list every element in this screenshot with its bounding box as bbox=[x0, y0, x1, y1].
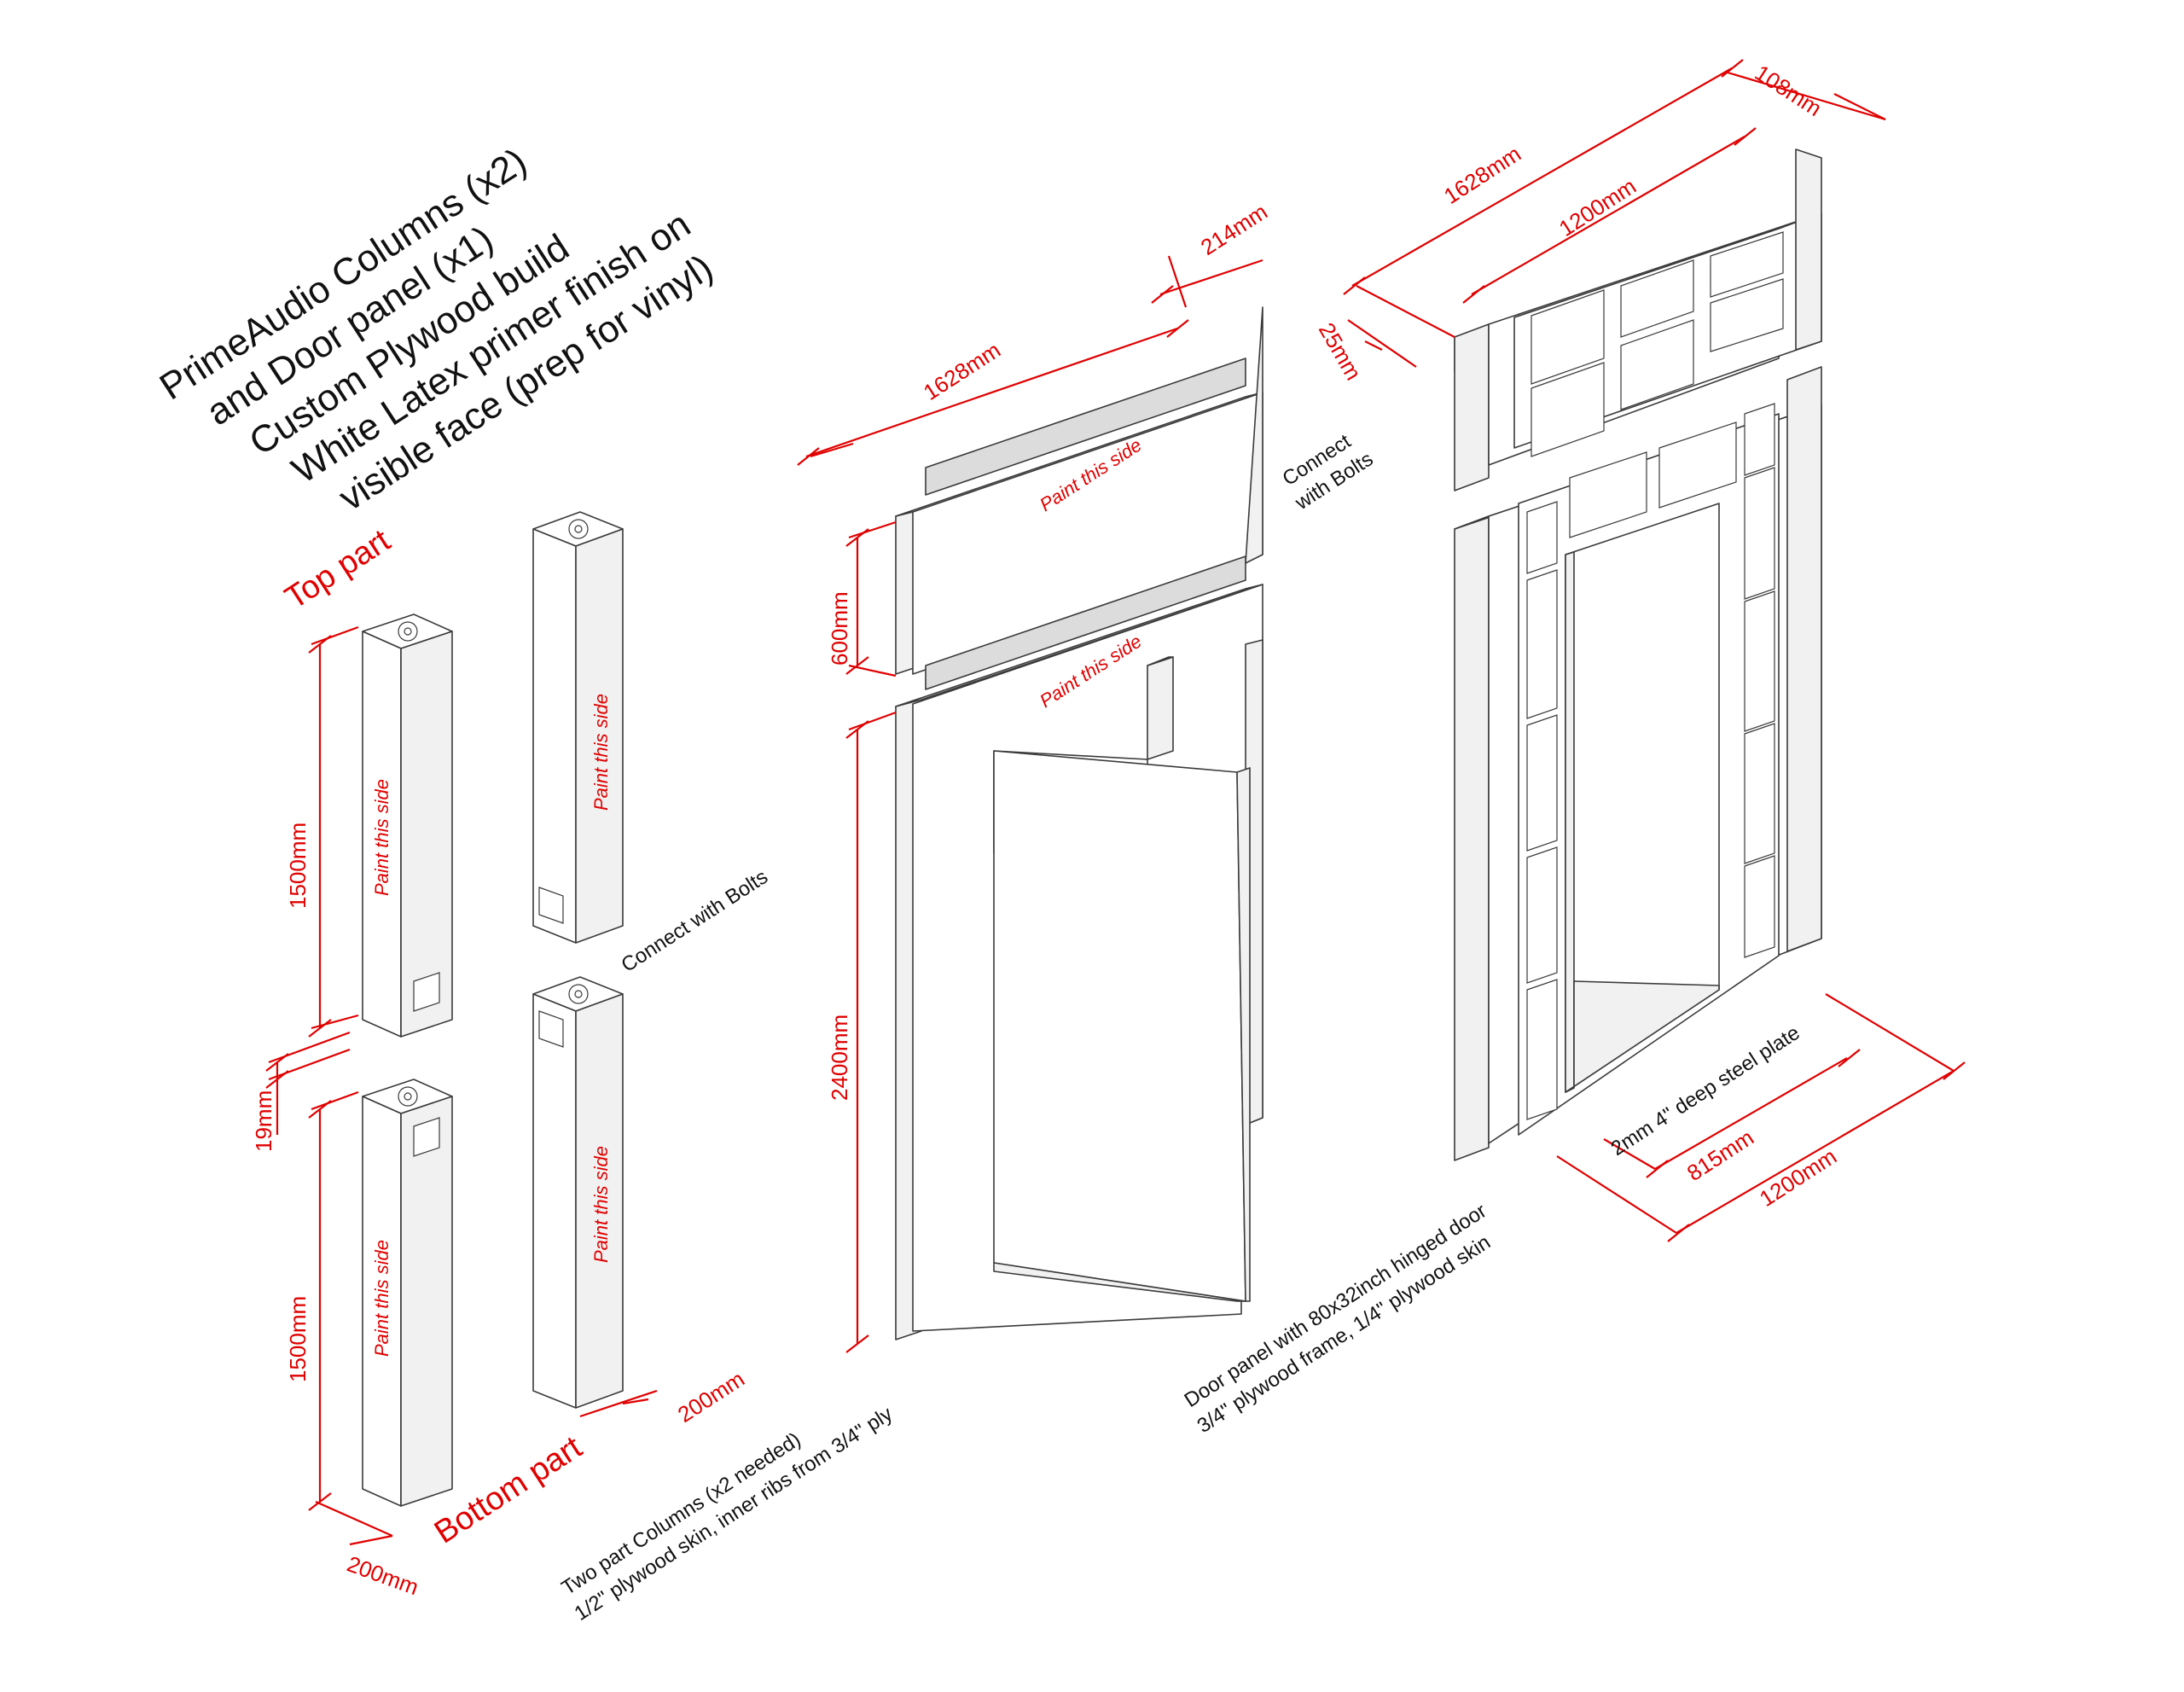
frame-skeleton bbox=[1454, 148, 1822, 1161]
header-height-dim: 600mm bbox=[827, 591, 852, 666]
paint-side-label-1: Paint this side bbox=[371, 779, 392, 896]
panel-height-dim: 2400mm bbox=[827, 1015, 852, 1101]
frame-inner-width-dim: 1200mm bbox=[1554, 173, 1641, 241]
column-bottom-left: Paint this side bbox=[362, 1079, 453, 1507]
column-width-side-dim: 200mm bbox=[673, 1366, 749, 1427]
frame-cells bbox=[1526, 403, 1775, 1120]
paint-side-label-3: Paint this side bbox=[590, 694, 612, 811]
columns-note-line-1: Two part Columns (x2 needed) bbox=[558, 1428, 805, 1600]
frame-bottom-width-dim: 1200mm bbox=[1755, 1143, 1841, 1212]
connect-bolts-columns-note: Connect with Bolts bbox=[618, 865, 772, 977]
frame-top-width-dim: 1628mm bbox=[1439, 141, 1525, 209]
column-gap-dim: 19mm bbox=[251, 1090, 276, 1152]
column-dimensions: 1500mm 1500mm 19mm 200mm 200mm bbox=[251, 625, 749, 1600]
header-panel: Paint this side bbox=[895, 306, 1263, 675]
column-top-height-dim: 1500mm bbox=[285, 823, 311, 909]
top-part-label: Top part bbox=[279, 522, 397, 616]
paint-side-label-2: Paint this side bbox=[371, 1240, 392, 1357]
header-width-dim: 1628mm bbox=[919, 337, 1005, 405]
column-bottom-height-dim: 1500mm bbox=[285, 1296, 311, 1382]
column-width-front-dim: 200mm bbox=[344, 1550, 422, 1600]
header-depth-dim: 214mm bbox=[1196, 199, 1272, 260]
door-opening-dim: 815mm bbox=[1682, 1125, 1758, 1186]
columns-note-line-2: 1/2" plywood skin, inner ribs from 3/4" … bbox=[571, 1403, 897, 1626]
door-panel: Paint this side bbox=[895, 555, 1263, 1340]
column-top-left: Paint this side bbox=[362, 613, 453, 1038]
title-block: PrimeAudio Columns (x2) and Door panel (… bbox=[153, 140, 720, 519]
paint-side-label-4: Paint this side bbox=[590, 1146, 612, 1263]
column-top-right: Paint this side bbox=[532, 511, 624, 944]
top-shelf-cells bbox=[1531, 231, 1784, 457]
frame-depth-dim: 108mm bbox=[1751, 60, 1827, 121]
column-bottom-right: Paint this side bbox=[532, 976, 624, 1409]
